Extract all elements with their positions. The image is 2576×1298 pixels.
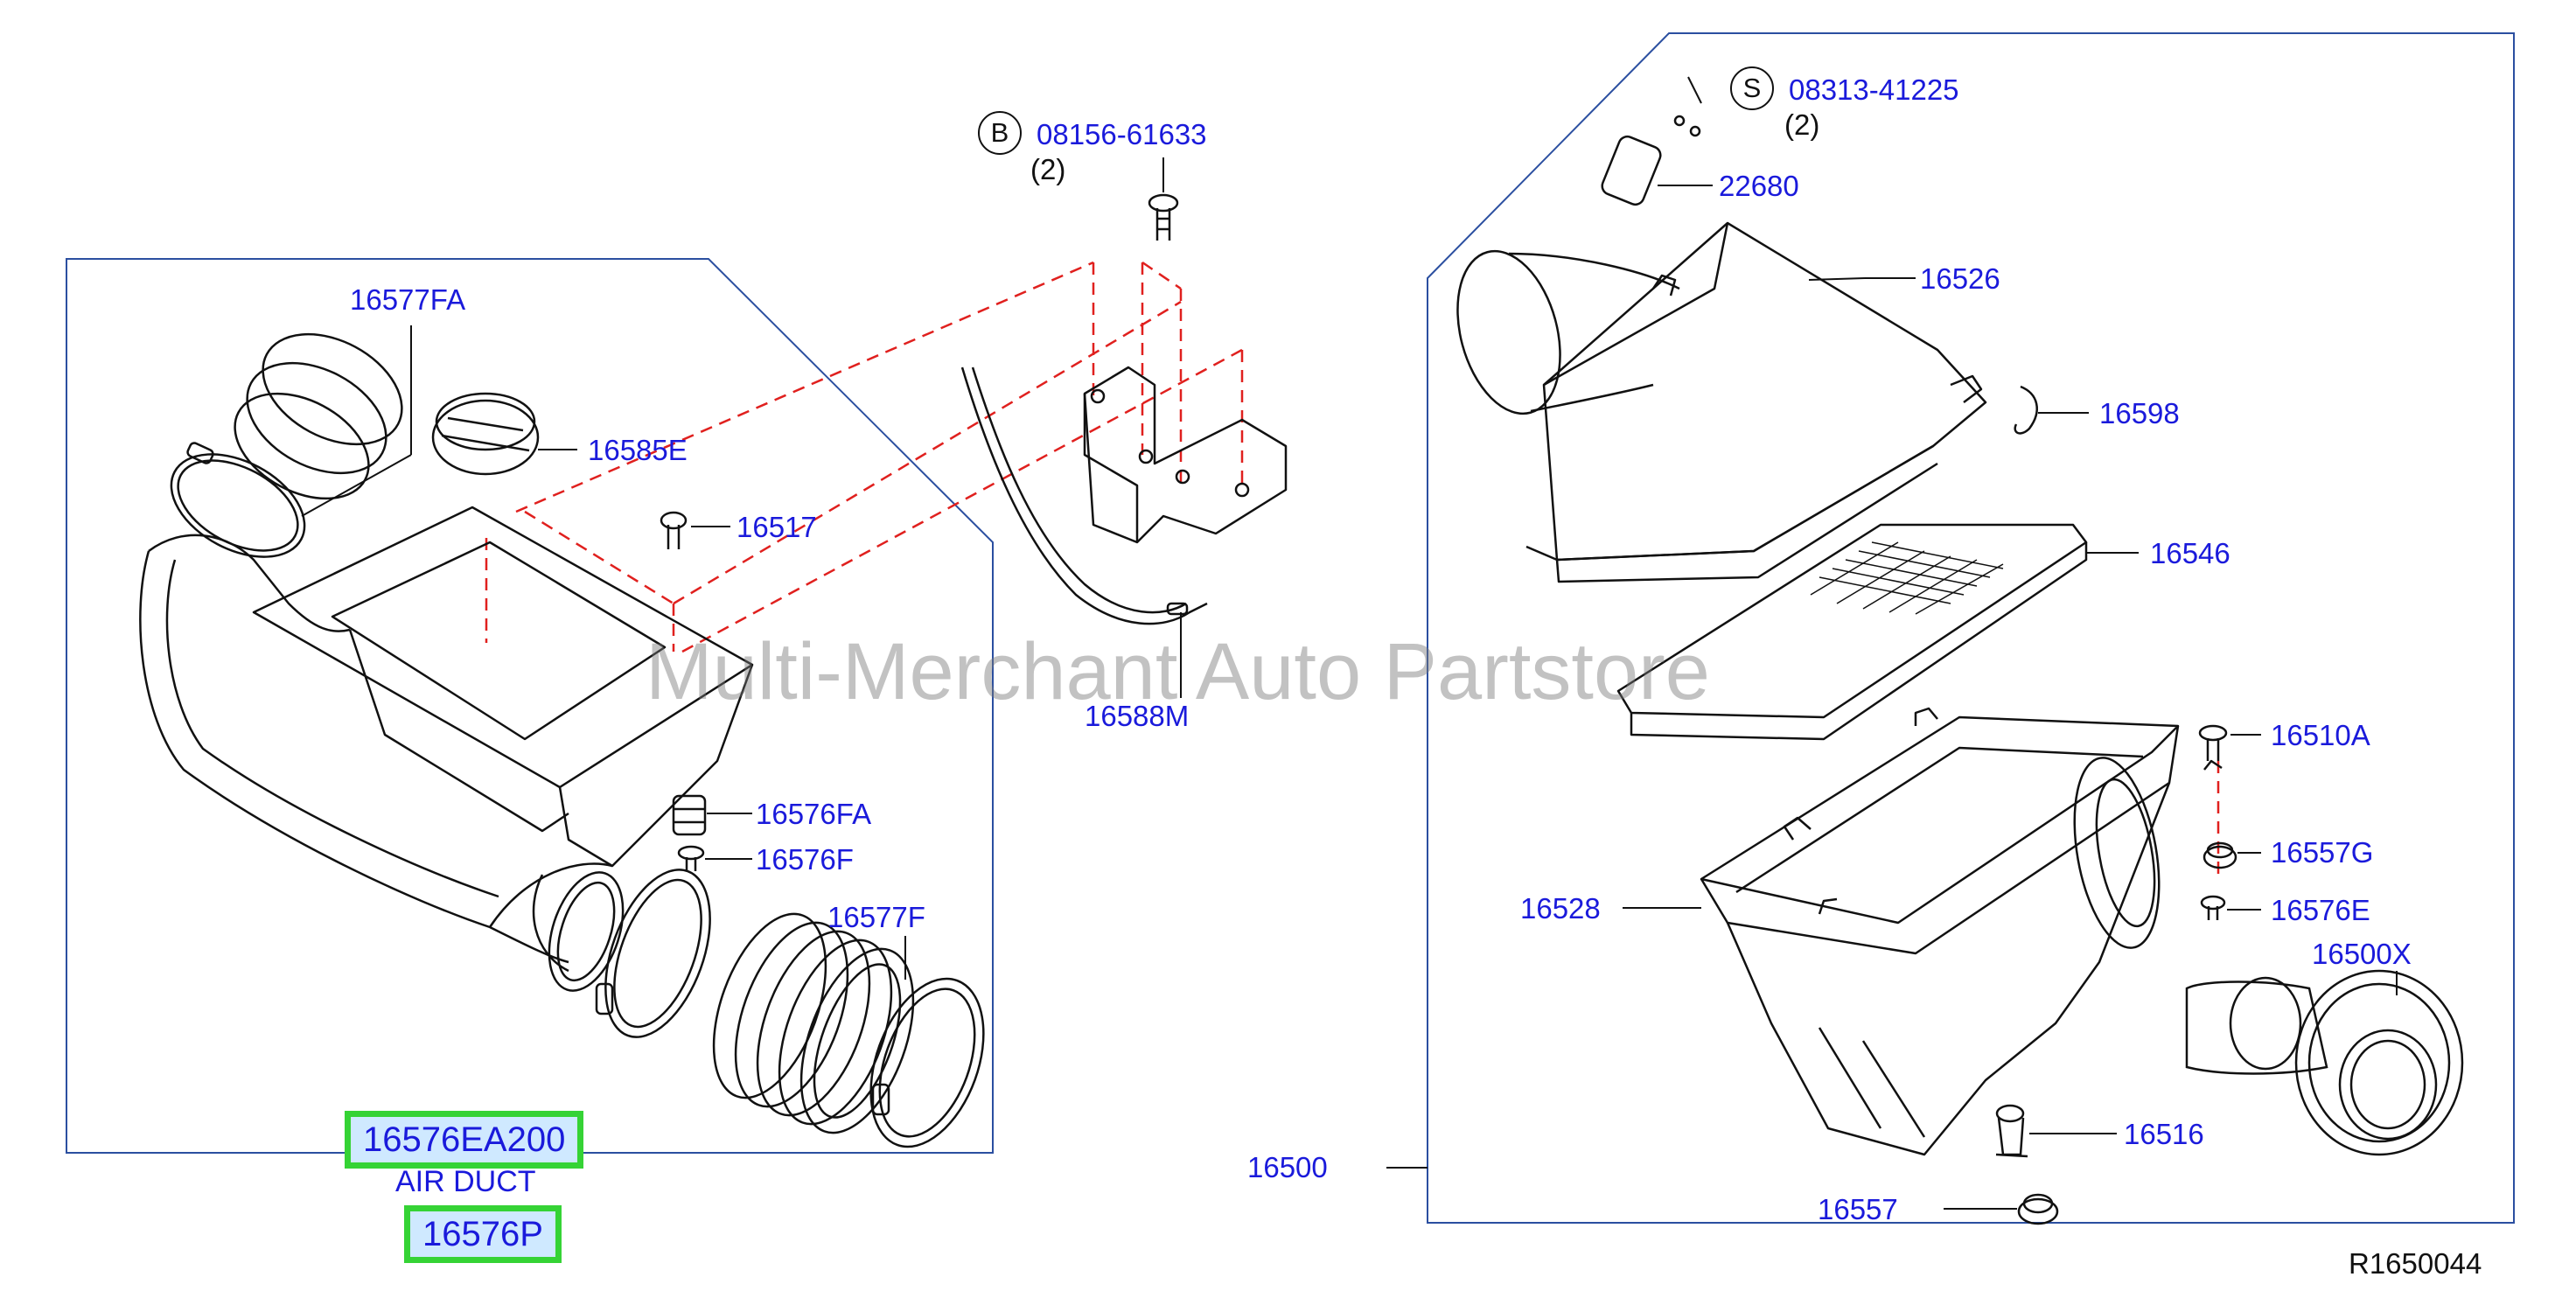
dashed-guide-lines — [485, 261, 2220, 879]
part-label-16577f[interactable]: 16577F — [827, 901, 925, 933]
leader-lines — [301, 76, 2398, 1210]
part-label-16546[interactable]: 16546 — [2150, 537, 2230, 569]
part-label-22680[interactable]: 22680 — [1719, 170, 1799, 202]
callout-s-quantity: (2) — [1784, 108, 1820, 141]
watermark: Multi-Merchant Auto Partstore — [646, 627, 1710, 716]
callout-b-quantity: (2) — [1030, 153, 1066, 185]
pin-16516-drawing — [1995, 1104, 2028, 1158]
lower-case-16528-drawing — [1700, 707, 2223, 1156]
part-label-16500x[interactable]: 16500X — [2312, 938, 2412, 970]
callout-b-part-number[interactable]: 08156-61633 — [1037, 118, 1207, 150]
air-duct-caption: AIR DUCT — [395, 1165, 536, 1198]
filter-16546-drawing — [1616, 523, 2088, 741]
pin-16576e-drawing — [2200, 895, 2226, 920]
screw-16517-drawing — [660, 511, 688, 549]
air-duct-outlet — [548, 871, 625, 992]
diagram-code: R1650044 — [2349, 1247, 2482, 1280]
hose-16577f-drawing — [595, 869, 985, 1148]
part-label-16526[interactable]: 16526 — [1920, 262, 2000, 295]
part-label-16576f[interactable]: 16576F — [756, 843, 854, 876]
grommet-16576fa-drawing — [672, 794, 707, 836]
part-label-16510a[interactable]: 16510A — [2271, 719, 2370, 751]
part-label-16557g[interactable]: 16557G — [2271, 836, 2374, 869]
bolt-08156-drawing — [1148, 193, 1179, 241]
highlight-part-16576p[interactable]: 16576P — [404, 1205, 562, 1263]
hose-16577fa-drawing — [170, 332, 403, 558]
left-assembly-frame — [66, 258, 994, 1154]
part-label-16500[interactable]: 16500 — [1247, 1151, 1328, 1183]
part-label-16576fa[interactable]: 16576FA — [756, 798, 872, 830]
callout-s-symbol: S — [1730, 66, 1774, 110]
part-label-16598[interactable]: 16598 — [2099, 397, 2180, 429]
cap-16585e-drawing — [431, 392, 540, 476]
bracket-16588m-drawing — [960, 366, 1288, 625]
clip-16598-drawing — [2014, 385, 2038, 435]
part-label-16517[interactable]: 16517 — [736, 511, 817, 543]
highlight-part-16576ea200[interactable]: 16576EA200 — [345, 1111, 584, 1169]
part-label-16577fa[interactable]: 16577FA — [350, 283, 466, 316]
callout-s-part-number[interactable]: 08313-41225 — [1789, 73, 1959, 106]
grommet-16557g-drawing — [2203, 841, 2237, 869]
inlet-16500x-drawing — [2185, 969, 2464, 1156]
pin-16576f-drawing — [677, 845, 705, 871]
part-label-16516[interactable]: 16516 — [2124, 1118, 2204, 1150]
part-label-16528[interactable]: 16528 — [1520, 892, 1601, 925]
cover-16526-drawing — [1456, 221, 1987, 583]
part-label-16576e[interactable]: 16576E — [2271, 894, 2370, 926]
callout-b-symbol: B — [978, 111, 1022, 155]
air-duct-drawing — [139, 506, 754, 973]
sensor-22680-drawing — [1601, 115, 1701, 206]
part-label-16588m[interactable]: 16588M — [1085, 700, 1190, 732]
part-label-16585e[interactable]: 16585E — [588, 434, 688, 466]
grommet-16557-drawing — [2017, 1193, 2059, 1225]
right-assembly-frame — [1427, 32, 2515, 1224]
part-label-16557[interactable]: 16557 — [1818, 1193, 1898, 1225]
bolt-16510a-drawing — [2198, 724, 2228, 761]
